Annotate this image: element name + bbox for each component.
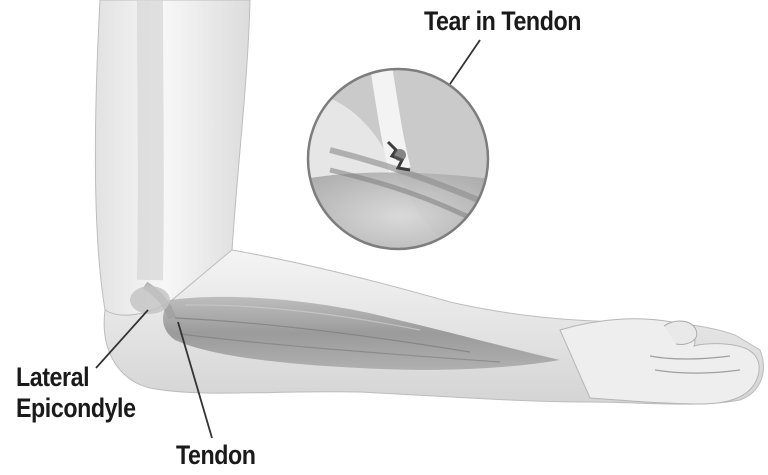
hand xyxy=(560,319,759,404)
lateral-epicondyle-shape xyxy=(130,286,170,314)
leader-line-tear xyxy=(450,40,480,84)
label-tear-in-tendon: Tear in Tendon xyxy=(424,6,581,37)
label-lateral: Lateral xyxy=(16,362,89,393)
humerus-shadow xyxy=(150,0,151,280)
label-tendon: Tendon xyxy=(176,440,256,471)
label-epicondyle: Epicondyle xyxy=(16,393,136,424)
zoom-inset xyxy=(300,60,500,260)
